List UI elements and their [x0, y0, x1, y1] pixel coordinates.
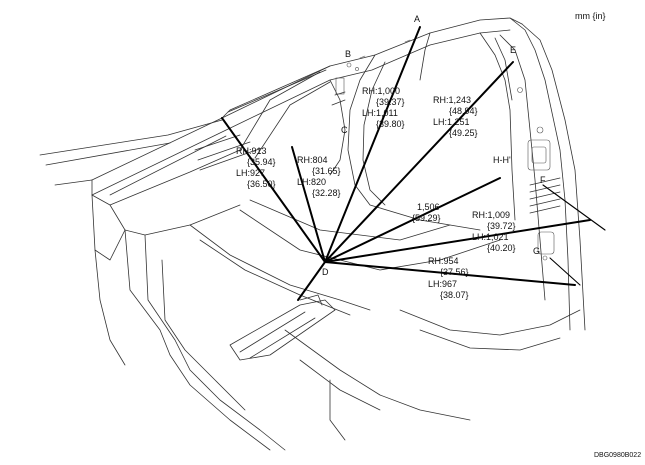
svg-text:{35.94}: {35.94}	[247, 157, 276, 167]
dimension-lines	[221, 26, 606, 301]
svg-text:RH:913: RH:913	[236, 146, 267, 156]
svg-text:{37.56}: {37.56}	[440, 267, 469, 277]
dim-line-G	[324, 261, 576, 286]
dim-line-A	[324, 26, 421, 263]
svg-text:{31.65}: {31.65}	[312, 166, 341, 176]
svg-text:RH:954: RH:954	[428, 256, 459, 266]
dim-line-C	[291, 146, 326, 263]
svg-text:LH:820: LH:820	[297, 177, 326, 187]
svg-text:1,506: 1,506	[417, 202, 440, 212]
svg-text:RH:1,243: RH:1,243	[433, 95, 471, 105]
svg-text:{39.80}: {39.80}	[376, 119, 405, 129]
dim-label-H: 1,506 {59.29}	[412, 202, 441, 223]
svg-text:{39.72}: {39.72}	[487, 221, 516, 231]
svg-text:RH:1,000: RH:1,000	[362, 86, 400, 96]
dim-label-F: RH:1,009 {39.72} LH:1,021 {40.20}	[472, 210, 516, 253]
figure-code: DBG0980B022	[594, 452, 641, 459]
svg-text:{32.28}: {32.28}	[312, 188, 341, 198]
svg-text:{48.94}: {48.94}	[449, 106, 478, 116]
svg-text:RH:804: RH:804	[297, 155, 328, 165]
dimension-labels: RH:1,000 {39.37} LH:1,011 {39.80} RH:1,2…	[236, 86, 516, 300]
dim-line-H	[324, 177, 501, 263]
point-label-B: B	[345, 49, 351, 59]
guide-line-F	[542, 184, 606, 231]
point-label-G: G	[533, 246, 540, 256]
units-label: mm {in}	[575, 11, 606, 21]
dim-line-E	[324, 61, 514, 263]
svg-text:LH:1,251: LH:1,251	[433, 117, 470, 127]
vent-panel	[517, 87, 561, 261]
dim-label-G: RH:954 {37.56} LH:967 {38.07}	[428, 256, 469, 300]
point-label-F: F	[540, 175, 546, 185]
svg-text:LH:1,011: LH:1,011	[362, 108, 398, 118]
svg-text:RH:1,009: RH:1,009	[472, 210, 510, 220]
svg-text:{49.25}: {49.25}	[449, 128, 478, 138]
svg-text:LH:927: LH:927	[236, 168, 265, 178]
svg-text:{36.50}: {36.50}	[247, 179, 276, 189]
dim-label-A: RH:1,000 {39.37} LH:1,011 {39.80}	[362, 86, 405, 129]
svg-text:{38.07}: {38.07}	[440, 290, 469, 300]
dim-line-lower	[297, 261, 326, 301]
point-label-E: E	[510, 45, 516, 55]
dim-line-B	[221, 117, 326, 263]
svg-text:{59.29}: {59.29}	[412, 213, 441, 223]
svg-text:{39.37}: {39.37}	[376, 97, 405, 107]
dim-line-F	[324, 219, 591, 263]
point-label-D: D	[322, 267, 329, 277]
point-label-H: H-H'	[493, 155, 511, 165]
point-label-C: C	[341, 125, 348, 135]
dim-label-E: RH:1,243 {48.94} LH:1,251 {49.25}	[433, 95, 478, 138]
vehicle-body-outline	[39, 17, 586, 451]
point-label-A: A	[414, 14, 420, 24]
svg-text:{40.20}: {40.20}	[487, 243, 516, 253]
dim-label-B: RH:913 {35.94} LH:927 {36.50}	[236, 146, 276, 189]
point-labels: A B C D E F G H-H'	[322, 14, 546, 277]
dim-label-C: RH:804 {31.65} LH:820 {32.28}	[297, 155, 341, 198]
svg-text:LH:1,021: LH:1,021	[472, 232, 509, 242]
svg-text:LH:967: LH:967	[428, 279, 457, 289]
guide-line-G	[549, 257, 581, 286]
